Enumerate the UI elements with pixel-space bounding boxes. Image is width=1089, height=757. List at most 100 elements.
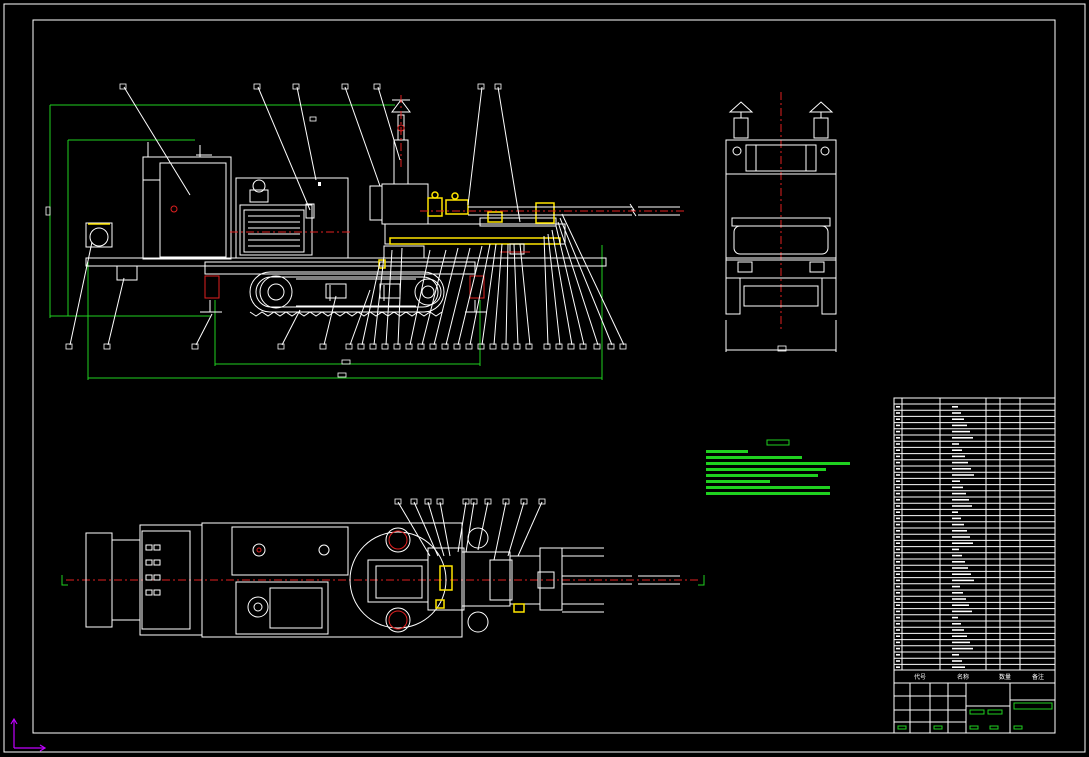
title-block: 代号 名称 数量 备注 (893, 669, 1056, 734)
side-view-dimensions (45, 104, 603, 380)
parts-row-mark (952, 461, 968, 464)
parts-row-index (896, 610, 900, 613)
parts-row-mark (952, 567, 968, 569)
parts-row-mark (952, 554, 962, 557)
parts-row-mark (952, 437, 973, 439)
parts-row-index (896, 585, 900, 588)
parts-row-mark (952, 474, 974, 476)
parts-row-mark (952, 418, 964, 420)
parts-row-mark (952, 523, 964, 526)
header-code: 代号 (914, 673, 926, 681)
parts-row-mark (952, 573, 971, 575)
inner-drawing-frame (32, 19, 1056, 734)
parts-row-index (896, 554, 900, 557)
parts-row-mark (952, 517, 961, 520)
parts-row-index (896, 486, 900, 489)
technical-requirements-notes (706, 439, 850, 495)
parts-row-index (896, 573, 900, 575)
parts-row-index (896, 511, 900, 513)
parts-row-mark (952, 629, 964, 631)
parts-row-mark (952, 654, 959, 656)
parts-row-mark (952, 443, 959, 445)
parts-row-mark (952, 406, 958, 408)
parts-row-mark (952, 635, 967, 637)
parts-row-index (896, 480, 900, 482)
parts-row-index (896, 598, 900, 600)
hydraulic-power-unit (230, 177, 352, 259)
parts-row-index (896, 505, 900, 507)
parts-row-index (896, 492, 900, 495)
parts-row-index (896, 474, 900, 476)
end-view (725, 92, 837, 352)
parts-row-index (896, 437, 900, 439)
parts-row-index (896, 629, 900, 631)
outer-sheet-border (3, 3, 1086, 753)
parts-row-index (896, 418, 900, 420)
parts-row-index (896, 548, 900, 551)
parts-row-mark (952, 660, 962, 662)
parts-row-mark (952, 505, 972, 507)
parts-row-mark (952, 486, 963, 489)
parts-row-index (896, 461, 900, 464)
parts-row-mark (952, 610, 972, 613)
parts-row-index (896, 567, 900, 569)
parts-row-mark (952, 468, 971, 470)
parts-row-index (896, 561, 900, 563)
header-remark: 备注 (1032, 673, 1044, 681)
parts-row-mark (952, 666, 965, 668)
parts-row-mark (952, 585, 960, 588)
parts-row-index (896, 530, 900, 532)
parts-row-index (896, 666, 900, 668)
parts-row-index (896, 443, 900, 445)
crawler-track (249, 271, 445, 317)
parts-row-index (896, 660, 900, 662)
parts-row-index (896, 635, 900, 637)
parts-row-mark (952, 492, 966, 495)
parts-row-index (896, 647, 900, 650)
parts-row-index (896, 579, 900, 582)
parts-row-index (896, 654, 900, 656)
parts-row-mark (952, 623, 961, 625)
parts-row-index (896, 468, 900, 470)
parts-row-mark (952, 424, 967, 427)
parts-row-index (896, 592, 900, 594)
parts-row-mark (952, 616, 958, 619)
parts-row-mark (952, 430, 970, 433)
drill-rotator-head (369, 95, 469, 225)
plan-view (61, 498, 705, 638)
parts-row-index (896, 542, 900, 544)
parts-row-mark (952, 455, 965, 458)
feed-mast-and-drill-rod (378, 202, 684, 269)
parts-row-index (896, 455, 900, 458)
winch-drum (85, 222, 113, 248)
part-leaders-top (119, 83, 521, 223)
parts-row-index (896, 604, 900, 606)
parts-row-mark (952, 598, 966, 600)
parts-row-mark (952, 592, 963, 594)
parts-row-index (896, 406, 900, 408)
parts-row-index (896, 517, 900, 520)
parts-row-mark (952, 579, 974, 582)
parts-row-mark (952, 641, 970, 644)
control-cabinet (142, 142, 232, 260)
parts-list-table (893, 397, 1056, 671)
parts-row-index (896, 499, 900, 501)
parts-row-mark (952, 449, 962, 451)
parts-row-mark (952, 511, 958, 513)
parts-row-index (896, 523, 900, 526)
parts-row-mark (952, 647, 973, 650)
parts-row-mark (952, 536, 970, 538)
parts-row-mark (952, 561, 965, 563)
parts-row-mark (952, 412, 961, 414)
parts-row-index (896, 616, 900, 619)
parts-row-mark (952, 548, 959, 551)
side-elevation-view (45, 83, 684, 380)
parts-row-mark (952, 480, 960, 482)
parts-row-index (896, 449, 900, 451)
parts-row-mark (952, 542, 973, 544)
part-leaders-bottom (65, 213, 627, 350)
parts-row-index (896, 623, 900, 625)
parts-row-index (896, 430, 900, 433)
parts-row-index (896, 536, 900, 538)
